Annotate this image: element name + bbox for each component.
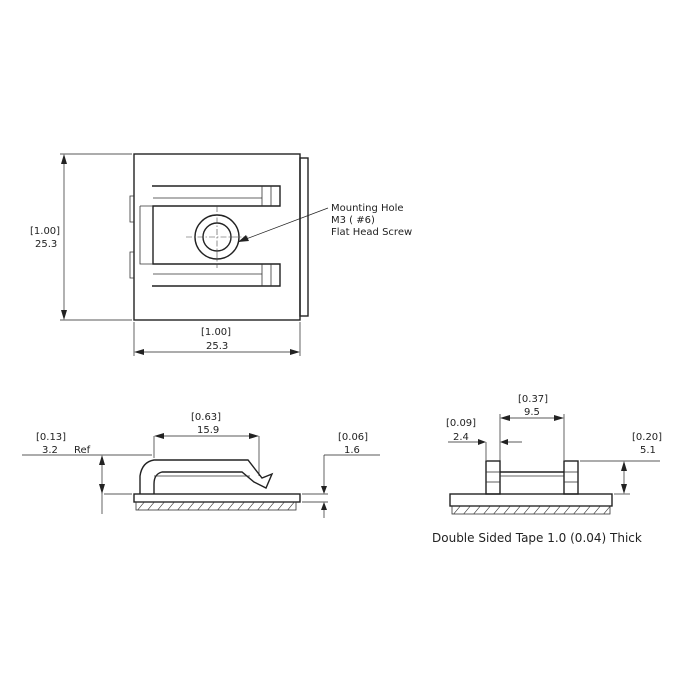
side-height-ref: Ref xyxy=(74,445,91,456)
end-post-inch: [0.09] xyxy=(446,418,476,429)
top-width-inch: [1.00] xyxy=(201,327,231,338)
side-tape xyxy=(135,501,297,511)
top-width-mm: 25.3 xyxy=(206,341,228,352)
note-mounting-hole: Mounting Hole xyxy=(331,203,404,214)
note-screw-size: M3 ( #6) xyxy=(331,215,375,226)
side-base-mm: 1.6 xyxy=(344,445,360,456)
tape-caption: Double Sided Tape 1.0 (0.04) Thick xyxy=(432,531,642,545)
top-height-mm: 25.3 xyxy=(35,239,57,250)
end-base-plate xyxy=(449,493,613,507)
end-post-right xyxy=(563,460,579,495)
note-screw-type: Flat Head Screw xyxy=(331,227,412,238)
side-length-mm: 15.9 xyxy=(197,425,219,436)
end-height-mm: 5.1 xyxy=(640,445,656,456)
end-height-inch: [0.20] xyxy=(632,432,662,443)
end-view: [0.37] 9.5 [0.09] 2.4 [0.20] 5.1 xyxy=(446,394,662,515)
end-gap-mm: 9.5 xyxy=(524,407,540,418)
end-tape xyxy=(451,505,611,515)
side-clip-body xyxy=(139,459,274,494)
side-base-inch: [0.06] xyxy=(338,432,368,443)
top-view-side-flange xyxy=(299,157,309,317)
top-height-inch: [1.00] xyxy=(30,226,60,237)
top-view: [1.00] 25.3 [1.00] 25.3 Mounting Hole M3… xyxy=(30,153,412,356)
side-view: [0.63] 15.9 [0.13] 3.2 Ref [0.06] 1.6 xyxy=(22,412,380,518)
end-post-left xyxy=(485,460,501,495)
side-length-inch: [0.63] xyxy=(191,412,221,423)
clip-outline xyxy=(152,185,281,287)
end-gap-inch: [0.37] xyxy=(518,394,548,405)
end-post-mm: 2.4 xyxy=(453,432,469,443)
side-base-plate xyxy=(133,493,301,503)
side-height-mm: 3.2 xyxy=(42,445,58,456)
side-height-inch: [0.13] xyxy=(36,432,66,443)
